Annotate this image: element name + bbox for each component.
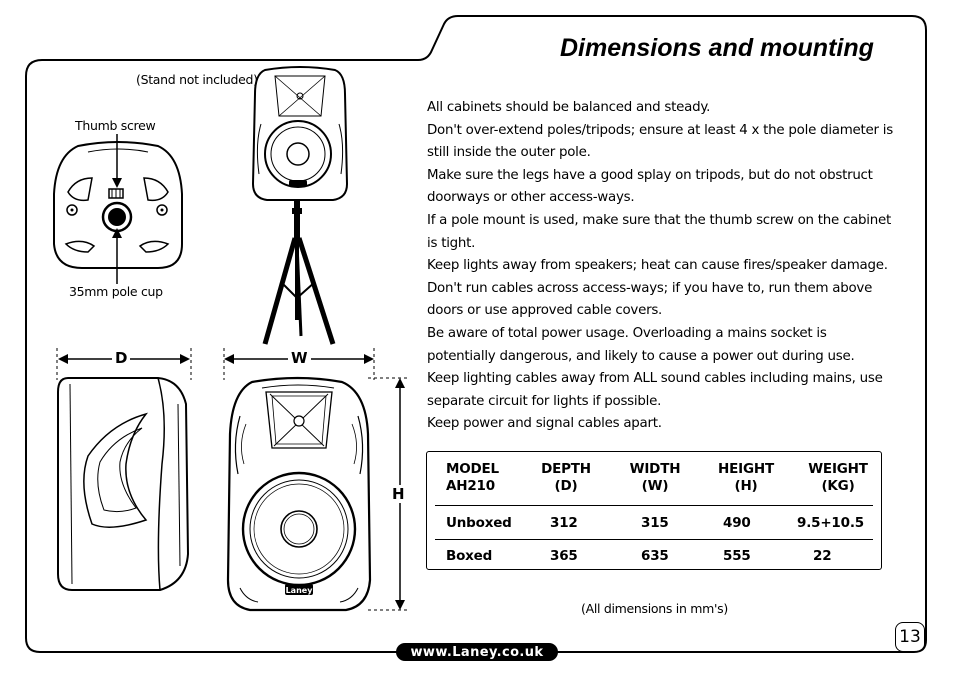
guideline-paragraph: Keep lighting cables away from ALL sound… [427, 371, 883, 409]
guideline-paragraph: All cabinets should be balanced and stea… [427, 100, 711, 115]
header-depth: DEPTH (D) [541, 461, 591, 494]
guideline-paragraph: Keep lights away from speakers; heat can… [427, 258, 888, 274]
speaker-on-stand-illustration [251, 66, 349, 345]
header-weight: WEIGHT (KG) [808, 461, 868, 494]
depth-label: D [112, 349, 131, 367]
guideline-paragraph: Keep power and signal cables apart. [427, 416, 662, 432]
guideline-paragraph: Don't over-extend poles/tripods; ensure … [427, 122, 893, 161]
table-row-label: Boxed [446, 548, 493, 564]
table-cell: 365 [550, 548, 578, 564]
table-cell: 312 [550, 515, 578, 531]
header-model: MODEL AH210 [446, 461, 499, 494]
table-cell: 22 [813, 548, 832, 564]
speaker-base-illustration [53, 134, 183, 284]
table-footnote: (All dimensions in mm's) [581, 601, 728, 616]
thumb-screw-label: Thumb screw [75, 118, 156, 133]
table-cell: 555 [723, 548, 751, 564]
website-link[interactable]: www.Laney.co.uk [396, 643, 558, 661]
page-number: 13 [895, 622, 925, 652]
table-divider [435, 539, 873, 540]
pole-cup-label: 35mm pole cup [69, 284, 163, 299]
guideline-paragraph: Be aware of total power usage. Overloadi… [427, 325, 855, 364]
guideline-paragraph: Don't run cables across access-ways; if … [427, 280, 873, 319]
table-cell: 9.5+10.5 [797, 515, 864, 531]
table-cell: 635 [641, 548, 669, 564]
speaker-side-view-illustration [56, 348, 192, 591]
header-height: HEIGHT (H) [718, 461, 774, 494]
width-label: W [288, 349, 311, 367]
dimensions-table: MODEL AH210 DEPTH (D) WIDTH (W) HEIGHT (… [426, 451, 882, 570]
table-cell: 490 [723, 515, 751, 531]
table-divider [435, 505, 873, 506]
guideline-paragraph: If a pole mount is used, make sure that … [427, 212, 891, 251]
table-row-label: Unboxed [446, 515, 512, 531]
stand-note: (Stand not included) [136, 72, 258, 87]
front-badge-text: Laney [286, 586, 314, 595]
table-cell: 315 [641, 515, 669, 531]
guideline-paragraph: Make sure the legs have a good splay on … [427, 167, 873, 206]
height-label: H [389, 485, 408, 503]
speaker-front-view-illustration: Laney [223, 348, 410, 612]
page-title: Dimensions and mounting [560, 34, 874, 62]
header-width: WIDTH (W) [629, 461, 681, 494]
safety-guidelines: All cabinets should be balanced and stea… [427, 97, 897, 436]
